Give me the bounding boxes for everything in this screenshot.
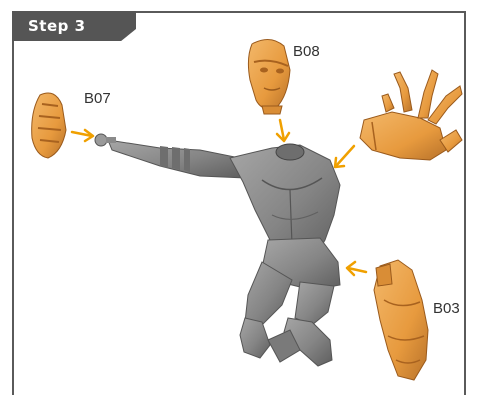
- label-b03: B03: [433, 300, 460, 317]
- arrow-b07: [72, 130, 93, 141]
- arrow-right-arm: [335, 146, 354, 167]
- part-b08: [248, 39, 290, 114]
- part-right-arm: [360, 70, 462, 160]
- main-figure: [95, 134, 340, 366]
- part-b03: [374, 260, 428, 380]
- arrow-b03: [347, 262, 366, 275]
- arrow-b08: [277, 120, 289, 141]
- label-b07: B07: [84, 90, 111, 107]
- part-b07: [32, 93, 66, 158]
- label-b08: B08: [293, 43, 320, 60]
